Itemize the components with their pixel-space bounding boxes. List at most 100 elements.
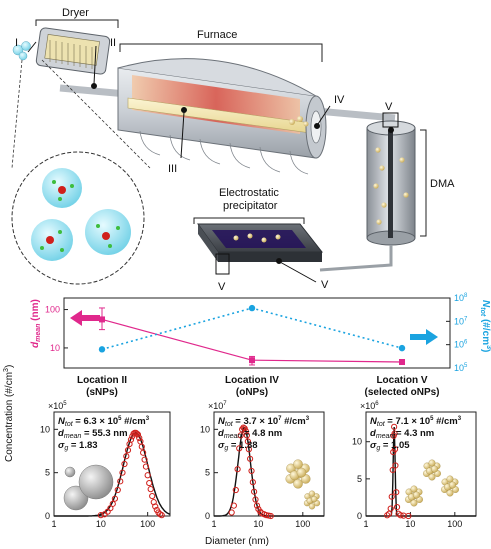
dma-label: DMA xyxy=(430,178,455,190)
location-label-i: I xyxy=(15,37,18,49)
precipitator-label-line1: Electrostatic xyxy=(219,187,279,199)
measured-point xyxy=(142,463,150,470)
dmean-point xyxy=(99,316,105,323)
measured-point xyxy=(243,432,250,439)
mid-category-label: (selected oNPs) xyxy=(364,387,439,398)
mid-right-tick-label: 107 xyxy=(454,316,468,326)
measured-point xyxy=(388,493,395,500)
left-axis-arrow-icon xyxy=(70,310,100,326)
panel-x-tick-label: 1 xyxy=(51,519,56,529)
panel-x-tick-label: 10 xyxy=(405,519,415,529)
measured-point xyxy=(387,505,394,512)
ntot-annotation: Ntot = 3.7 × 107 #/cm3 xyxy=(218,416,310,428)
measured-point xyxy=(392,462,399,469)
measured-point xyxy=(114,486,121,494)
particle-cluster-image xyxy=(441,475,459,497)
location-label-v-dma: V xyxy=(385,101,393,113)
measured-point xyxy=(242,427,249,435)
dryer-label: Dryer xyxy=(62,7,89,19)
dmean-annotation: dmean = 4.3 nm xyxy=(370,428,434,440)
measured-point xyxy=(136,434,143,442)
measured-point xyxy=(117,478,124,485)
particle-image xyxy=(64,466,76,478)
panel-y-tick-label: 5 xyxy=(205,468,210,478)
measured-point xyxy=(391,430,398,437)
dmean-point xyxy=(399,358,405,365)
dmean-series-line xyxy=(101,318,403,363)
measured-point xyxy=(146,479,153,487)
location-label-ii: II xyxy=(110,37,116,49)
dmean-annotation: dmean = 55.3 nm xyxy=(58,428,128,440)
particle-image xyxy=(78,464,114,500)
measured-point xyxy=(228,509,235,516)
measured-point xyxy=(119,469,126,476)
measured-point xyxy=(124,447,132,454)
concentration-axis-label: Concentration (#/cm3) xyxy=(3,365,15,462)
droplet-3 xyxy=(85,209,131,255)
measured-point xyxy=(397,512,404,519)
ntot-series-line xyxy=(101,307,403,351)
precipitator-label-line2: precipitator xyxy=(223,200,278,212)
measured-point xyxy=(134,431,142,438)
measured-point xyxy=(249,479,256,486)
panel-multiplier: ×106 xyxy=(360,401,379,411)
measured-point xyxy=(246,455,254,462)
measured-point xyxy=(248,467,255,475)
dma-column xyxy=(319,120,416,272)
sigma-annotation: σg = 1.38 xyxy=(218,440,258,452)
location-label-iv: IV xyxy=(334,94,345,106)
measured-point xyxy=(391,446,399,453)
mid-right-axis-label: Ntot (#/cm3) xyxy=(479,300,491,352)
mid-plot-frame xyxy=(63,297,451,369)
measured-point xyxy=(253,502,261,509)
mid-category-label: Location V xyxy=(376,375,427,386)
particle-cluster-image xyxy=(423,459,441,481)
panel-x-tick-label: 100 xyxy=(295,519,310,529)
panel-x-tick-label: 100 xyxy=(447,519,462,529)
mid-left-axis-label: dmean (nm) xyxy=(30,299,42,348)
mid-category-label: (oNPs) xyxy=(236,387,268,398)
panel-x-tick-label: 1 xyxy=(211,519,216,529)
particle-cluster-image xyxy=(303,490,321,510)
droplet-2 xyxy=(31,219,73,261)
lognormal-fit-line xyxy=(54,432,171,517)
ntot-annotation: Ntot = 7.1 × 105 #/cm3 xyxy=(370,416,462,428)
ntot-annotation: Ntot = 6.3 × 105 #/cm3 xyxy=(58,416,150,428)
mid-category-label: Location IV xyxy=(225,375,279,386)
droplet-1 xyxy=(42,168,82,208)
measured-point xyxy=(147,486,154,493)
measured-point xyxy=(245,446,252,453)
dmean-annotation: dmean = 4.8 nm xyxy=(218,428,282,440)
measured-point xyxy=(244,438,252,445)
dryer xyxy=(12,27,111,75)
electrostatic-precipitator xyxy=(197,223,324,262)
measured-point xyxy=(251,488,258,495)
measured-point xyxy=(237,432,244,439)
measured-point xyxy=(230,502,237,509)
location-markers xyxy=(27,41,399,283)
location-label-iii: III xyxy=(168,163,177,175)
sigma-annotation: σg = 1.83 xyxy=(58,440,98,452)
measured-point xyxy=(140,449,147,456)
apparatus: Dryer Furnace xyxy=(11,7,455,293)
panel-x-tick-label: 1 xyxy=(363,519,368,529)
mid-category-label: (sNPs) xyxy=(86,387,118,398)
panel-y-tick-label: 5 xyxy=(45,468,50,478)
panel-multiplier: ×107 xyxy=(208,401,227,411)
measured-point xyxy=(158,512,165,519)
panel-y-tick-label: 10 xyxy=(352,437,362,447)
measured-point xyxy=(267,512,274,520)
panel-y-tick-label: 10 xyxy=(40,424,50,434)
measured-point xyxy=(232,486,239,494)
ntot-point xyxy=(98,346,106,353)
measured-point xyxy=(123,453,130,460)
measured-point xyxy=(252,496,259,503)
droplet-inset xyxy=(11,59,151,285)
measured-point xyxy=(144,472,151,479)
panel-multiplier: ×105 xyxy=(48,401,67,411)
furnace-label: Furnace xyxy=(197,29,237,41)
measured-point xyxy=(384,512,391,519)
